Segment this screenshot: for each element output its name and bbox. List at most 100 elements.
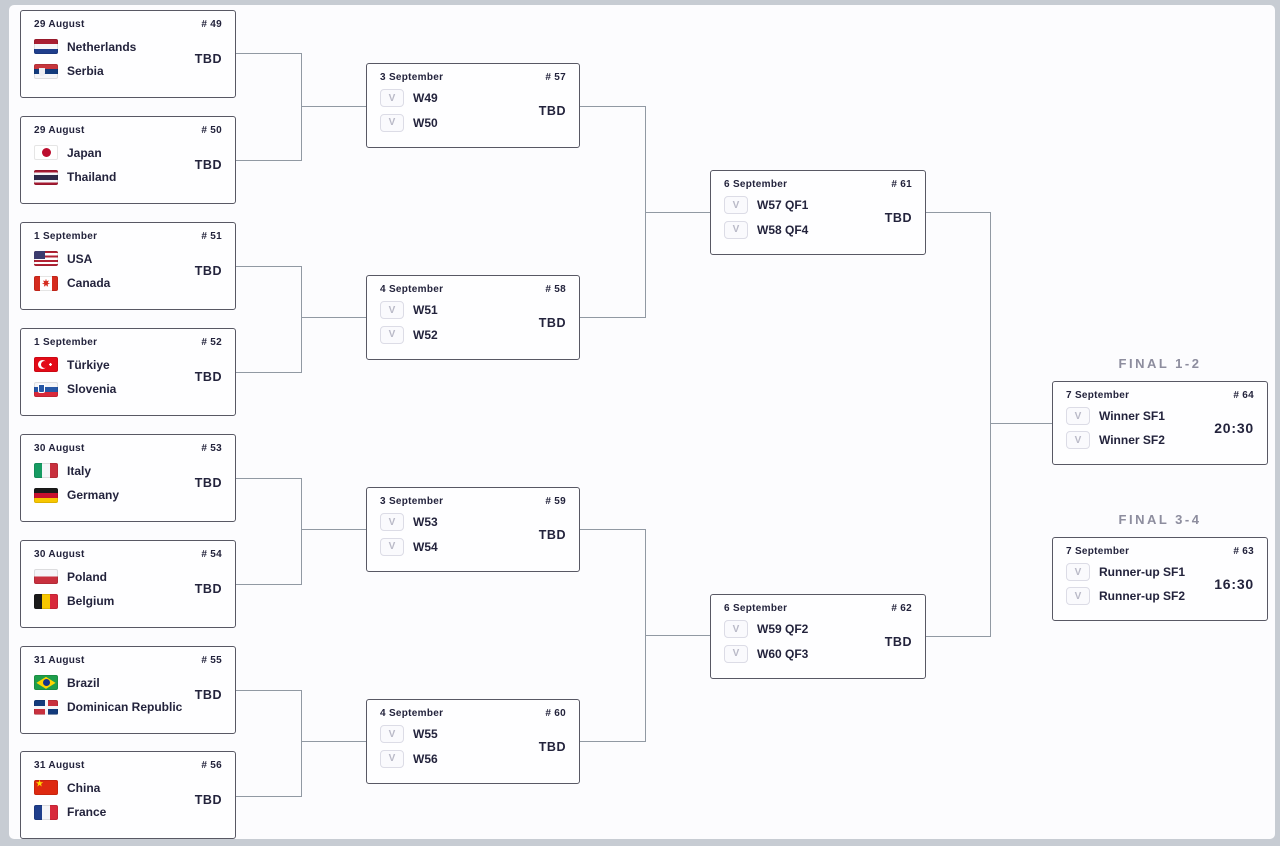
team-row[interactable]: V W51 xyxy=(380,301,539,320)
connector-line xyxy=(990,212,991,637)
slot-label: W49 xyxy=(413,91,438,106)
match-date: 6 September xyxy=(724,603,788,614)
match-card-58[interactable]: 4 September # 58 V W51 V W52 TBD xyxy=(366,275,580,360)
winner-placeholder-icon: V xyxy=(1066,431,1090,449)
match-card-54[interactable]: 30 August # 54 Poland Belgium TBD xyxy=(20,540,236,628)
connector-line xyxy=(236,372,301,373)
team-row[interactable]: Italy xyxy=(34,463,195,479)
slot-label: W55 xyxy=(413,727,438,742)
team-row[interactable]: V W60 QF3 xyxy=(724,644,885,663)
match-status: TBD xyxy=(538,103,566,118)
slot-label: W58 QF4 xyxy=(757,222,809,237)
team-row[interactable]: V W50 xyxy=(380,113,539,132)
team-row[interactable]: Thailand xyxy=(34,169,195,185)
match-date: 7 September xyxy=(1066,546,1130,557)
slot-label: W50 xyxy=(413,115,438,130)
team-row[interactable]: V Runner-up SF2 xyxy=(1066,587,1214,605)
team-row[interactable]: V W55 xyxy=(380,725,539,744)
team-row[interactable]: Poland xyxy=(34,569,195,585)
team-row[interactable]: Netherlands xyxy=(34,39,195,55)
match-date: 7 September xyxy=(1066,390,1130,401)
match-card-49[interactable]: 29 August # 49 Netherlands Serbia TBD xyxy=(20,10,236,98)
match-status: TBD xyxy=(194,52,222,66)
team-row[interactable]: Germany xyxy=(34,487,195,503)
connector-line xyxy=(236,266,301,267)
match-date: 3 September xyxy=(380,496,444,507)
team-row[interactable]: USA xyxy=(34,251,195,267)
match-number: # 50 xyxy=(201,125,222,136)
match-status: TBD xyxy=(194,370,222,384)
match-number: # 62 xyxy=(891,603,912,614)
netherlands-flag-icon xyxy=(34,39,58,55)
france-flag-icon xyxy=(34,804,58,820)
match-card-56[interactable]: 31 August # 56 China France TBD xyxy=(20,751,236,839)
connector-line xyxy=(301,106,367,107)
team-row[interactable]: V W54 xyxy=(380,537,539,556)
match-time: 20:30 xyxy=(1214,420,1254,436)
team-row[interactable]: V W58 QF4 xyxy=(724,220,885,239)
team-row[interactable]: Brazil xyxy=(34,675,195,691)
japan-flag-icon xyxy=(34,145,58,161)
team-row[interactable]: Slovenia xyxy=(34,381,195,397)
team-row[interactable]: France xyxy=(34,804,195,820)
winner-placeholder-icon: V xyxy=(380,325,404,344)
match-date: 31 August xyxy=(34,655,85,666)
match-card-59[interactable]: 3 September # 59 V W53 V W54 TBD xyxy=(366,487,580,572)
winner-placeholder-icon: V xyxy=(1066,563,1090,581)
team-row[interactable]: Belgium xyxy=(34,593,195,609)
team-row[interactable]: V W52 xyxy=(380,325,539,344)
team-row[interactable]: V W56 xyxy=(380,749,539,768)
connector-line xyxy=(236,160,301,161)
slot-label: Runner-up SF2 xyxy=(1099,589,1185,603)
final-1-2-card[interactable]: 7 September # 64 V Winner SF1 V Winner S… xyxy=(1052,381,1268,465)
match-card-50[interactable]: 29 August # 50 Japan Thailand TBD xyxy=(20,116,236,204)
winner-placeholder-icon: V xyxy=(724,196,748,215)
team-row[interactable]: Serbia xyxy=(34,63,195,79)
match-card-62[interactable]: 6 September # 62 V W59 QF2 V W60 QF3 TBD xyxy=(710,594,926,679)
match-status: TBD xyxy=(194,793,222,807)
final-3-4-card[interactable]: 7 September # 63 V Runner-up SF1 V Runne… xyxy=(1052,537,1268,621)
connector-line xyxy=(580,106,645,107)
team-row[interactable]: V W59 QF2 xyxy=(724,620,885,639)
match-number: # 54 xyxy=(201,549,222,560)
team-row[interactable]: V Runner-up SF1 xyxy=(1066,563,1214,581)
match-card-53[interactable]: 30 August # 53 Italy Germany TBD xyxy=(20,434,236,522)
team-row[interactable]: V W53 xyxy=(380,513,539,532)
team-row[interactable]: Canada xyxy=(34,275,195,291)
team-row[interactable]: Türkiye xyxy=(34,357,195,373)
team-row[interactable]: Dominican Republic xyxy=(34,699,195,715)
team-name: USA xyxy=(67,251,93,266)
connector-line xyxy=(301,741,367,742)
connector-line xyxy=(301,478,302,585)
winner-placeholder-icon: V xyxy=(380,513,404,532)
match-card-60[interactable]: 4 September # 60 V W55 V W56 TBD xyxy=(366,699,580,784)
team-name: Türkiye xyxy=(67,357,110,372)
team-row[interactable]: V Winner SF1 xyxy=(1066,407,1214,425)
team-row[interactable]: V Winner SF2 xyxy=(1066,431,1214,449)
connector-line xyxy=(301,529,367,530)
team-row[interactable]: China xyxy=(34,780,195,796)
match-card-51[interactable]: 1 September # 51 USA Canada TBD xyxy=(20,222,236,310)
thailand-flag-icon xyxy=(34,169,58,185)
match-status: TBD xyxy=(538,739,566,754)
match-card-52[interactable]: 1 September # 52 Türkiye Slovenia TBD xyxy=(20,328,236,416)
connector-line xyxy=(301,317,367,318)
team-name: Canada xyxy=(67,276,111,291)
team-row[interactable]: V W49 xyxy=(380,89,539,108)
slot-label: W53 xyxy=(413,515,438,530)
match-card-57[interactable]: 3 September # 57 V W49 V W50 TBD xyxy=(366,63,580,148)
winner-placeholder-icon: V xyxy=(724,644,748,663)
winner-placeholder-icon: V xyxy=(380,113,404,132)
match-date: 29 August xyxy=(34,125,85,136)
match-status: TBD xyxy=(884,210,912,225)
slovenia-flag-icon xyxy=(34,381,58,397)
connector-line xyxy=(580,529,645,530)
team-row[interactable]: V W57 QF1 xyxy=(724,196,885,215)
match-card-61[interactable]: 6 September # 61 V W57 QF1 V W58 QF4 TBD xyxy=(710,170,926,255)
match-number: # 58 xyxy=(545,284,566,295)
team-row[interactable]: Japan xyxy=(34,145,195,161)
team-name: Germany xyxy=(67,488,120,503)
match-number: # 63 xyxy=(1233,546,1254,557)
connector-line xyxy=(236,796,301,797)
match-card-55[interactable]: 31 August # 55 Brazil Dominican Republic… xyxy=(20,646,236,734)
